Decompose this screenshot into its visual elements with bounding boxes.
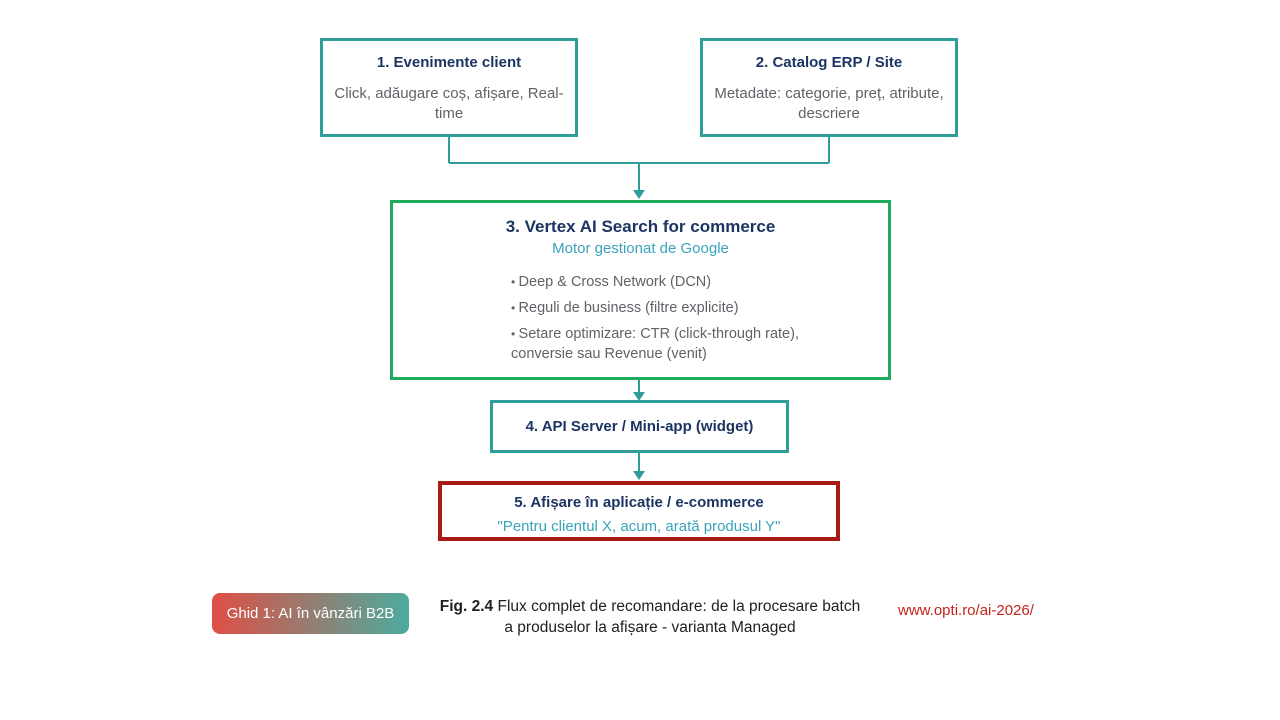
vertex-box-subtitle: Motor gestionat de Google	[552, 240, 729, 257]
display-box-title: 5. Afișare în aplicație / e-commerce	[514, 494, 764, 511]
catalog-box-title: 2. Catalog ERP / Site	[755, 54, 903, 71]
vertex-box: 3. Vertex AI Search for commerce Motor g…	[390, 200, 891, 380]
api-server-box: 4. API Server / Mini-app (widget)	[490, 400, 789, 453]
catalog-box: 2. Catalog ERP / Site Metadate: categori…	[700, 38, 958, 137]
figure-caption: Fig. 2.4 Flux complet de recomandare: de…	[435, 596, 865, 638]
figure-caption-number: Fig. 2.4	[439, 598, 494, 615]
vertex-bullet: Reguli de business (filtre explicite)	[511, 298, 811, 318]
events-box: 1. Evenimente client Click, adăugare coș…	[320, 38, 578, 137]
vertex-bullet-list: Deep & Cross Network (DCN) Reguli de bus…	[393, 272, 811, 364]
figure-caption-text: Flux complet de recomandare: de la proce…	[497, 598, 861, 636]
events-box-body: Click, adăugare coș, afișare, Real-time	[334, 85, 564, 122]
arrowhead-to-display	[633, 471, 645, 480]
api-server-box-title: 4. API Server / Mini-app (widget)	[525, 418, 754, 435]
vertex-bullet: Deep & Cross Network (DCN)	[511, 272, 811, 292]
display-box: 5. Afișare în aplicație / e-commerce "Pe…	[438, 481, 840, 541]
events-box-title: 1. Evenimente client	[376, 54, 522, 71]
guide-badge-label: Ghid 1: AI în vânzări B2B	[226, 605, 395, 622]
guide-badge: Ghid 1: AI în vânzări B2B	[212, 593, 409, 634]
vertex-box-title: 3. Vertex AI Search for commerce	[505, 217, 776, 236]
catalog-box-body: Metadate: categorie, preț, atribute, des…	[714, 85, 944, 122]
arrowhead-to-vertex	[633, 190, 645, 199]
display-box-quote: "Pentru clientul X, acum, arată produsul…	[497, 518, 781, 535]
source-url-link[interactable]: www.opti.ro/ai-2026/	[898, 602, 1034, 619]
vertex-bullet: Setare optimizare: CTR (click-through ra…	[511, 324, 811, 364]
